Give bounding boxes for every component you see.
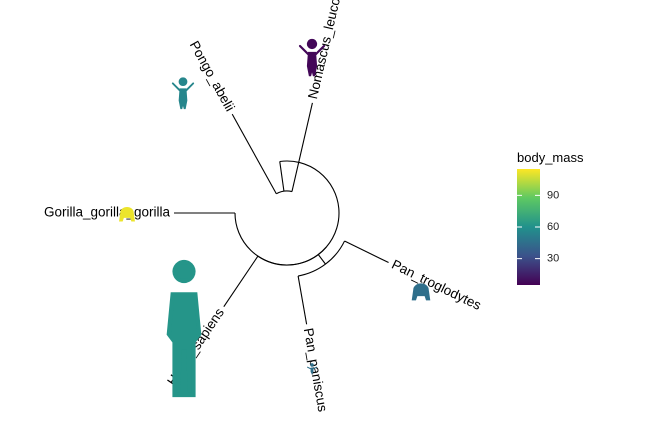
tip-label-nomascus-leucogenys: Nomascus_leucogenys [305,0,351,100]
silhouette-pan-troglodytes [411,283,431,301]
silhouette-pongo-abelii [171,77,195,110]
tip-label-pongo-abelii: Pongo_abelii [187,38,238,114]
branch-edge [291,102,313,192]
tip-label-gorilla-gorilla-gorilla: Gorilla_gorilla_gorilla [44,205,171,220]
branch-edge [223,255,259,307]
legend-tick-label: 30 [547,253,559,265]
branch-arc-n4 [298,240,346,277]
branch-edge [297,275,308,325]
species-silhouettes [119,38,431,398]
color-legend: body_mass 30 60 90 [517,150,584,285]
legend-tick-label: 60 [547,221,559,233]
tip-label-pan-paniscus: Pan_paniscus [301,327,331,413]
silhouette-nomascus-leucogenys [298,38,326,77]
legend-tick-label: 90 [547,189,559,201]
branch-arc-n2 [234,160,340,266]
branch-arc-root [257,246,327,266]
tip-labels: Nomascus_leucogenys Pongo_abeliiGorilla_g… [44,0,484,413]
silhouette-pan-paniscus [307,363,317,375]
branch-edge [231,113,277,195]
silhouette-gorilla-gorilla-gorilla [119,206,135,222]
branch-edge [344,240,389,264]
silhouette-homo-sapiens [166,259,202,398]
branch-arc-n1 [276,190,293,195]
tip-label-pan-troglodytes: Pan_troglodytes [389,257,483,313]
legend-title: body_mass [517,150,584,165]
branch-edge [279,161,285,192]
tree-branches [174,102,389,325]
legend-colorbar [517,169,540,285]
legend-ticks: 30 60 90 [517,189,559,265]
branch-edge [317,254,326,265]
